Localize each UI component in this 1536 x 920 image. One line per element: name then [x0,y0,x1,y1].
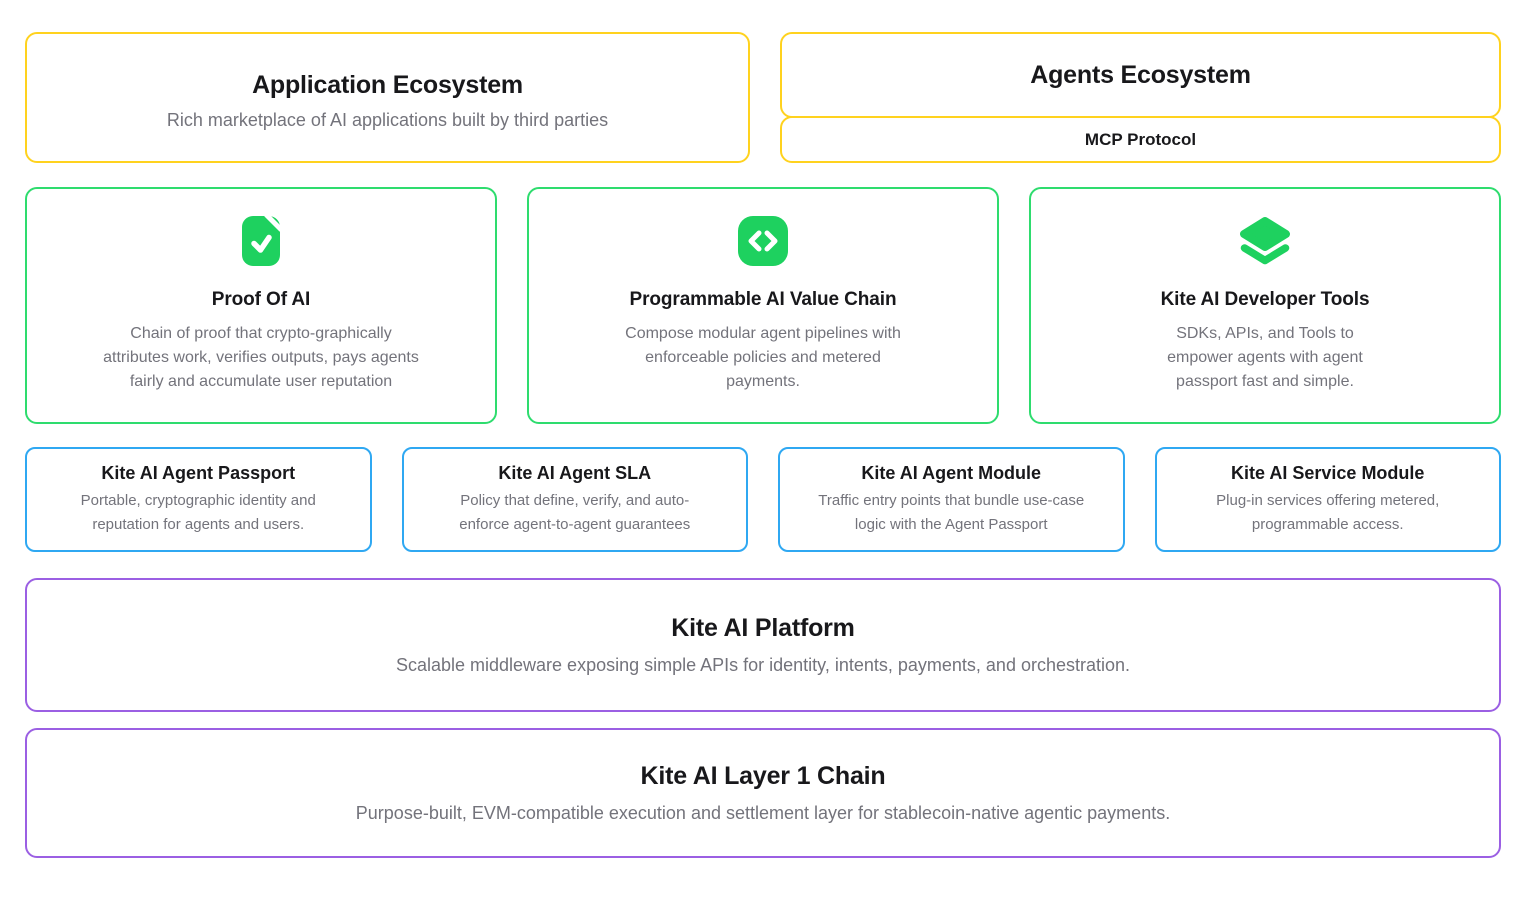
programmable-value-chain-card: Programmable AI Value Chain Compose modu… [527,187,999,424]
agent-module-description: Traffic entry points that bundle use-cas… [818,491,1085,533]
feature-row: Proof Of AI Chain of proof that crypto-g… [25,187,1501,424]
agent-module-card: Kite AI Agent Module Traffic entry point… [778,447,1125,552]
agents-ecosystem-card: Agents Ecosystem MCP Protocol [780,32,1501,163]
module-row: Kite AI Agent Passport Portable, cryptog… [25,447,1501,552]
agent-sla-card: Kite AI Agent SLA Policy that define, ve… [401,447,748,552]
platform-description: Scalable middleware exposing simple APIs… [395,655,1131,675]
agent-passport-title: Kite AI Agent Passport [101,462,296,483]
mcp-protocol-bar: MCP Protocol [780,116,1501,163]
agent-sla-description: Policy that define, verify, and auto- en… [459,491,691,533]
agent-passport-description: Portable, cryptographic identity and rep… [80,491,316,533]
application-ecosystem-title: Application Ecosystem [252,70,523,99]
file-check-icon [241,215,281,267]
service-module-card: Kite AI Service Module Plug-in services … [1154,447,1501,552]
service-module-title: Kite AI Service Module [1231,462,1425,483]
programmable-value-chain-description: Compose modular agent pipelines with enf… [625,325,901,390]
application-ecosystem-card: Application Ecosystem Rich marketplace o… [25,32,750,163]
service-module-description: Plug-in services offering metered, progr… [1216,491,1440,533]
proof-of-ai-title: Proof Of AI [211,289,311,310]
agents-ecosystem-header: Agents Ecosystem [780,32,1501,118]
platform-card: Kite AI Platform Scalable middleware exp… [25,578,1501,712]
developer-tools-card: Kite AI Developer Tools SDKs, APIs, and … [1029,187,1501,424]
mcp-protocol-label: MCP Protocol [1084,129,1197,149]
platform-title: Kite AI Platform [671,614,855,642]
agent-passport-card: Kite AI Agent Passport Portable, cryptog… [25,447,372,552]
layer1-chain-title: Kite AI Layer 1 Chain [640,762,886,790]
proof-of-ai-description: Chain of proof that crypto-graphically a… [103,325,419,390]
agent-sla-title: Kite AI Agent SLA [498,462,652,483]
developer-tools-description: SDKs, APIs, and Tools to empower agents … [1167,325,1363,390]
proof-of-ai-card: Proof Of AI Chain of proof that crypto-g… [25,187,497,424]
programmable-value-chain-title: Programmable AI Value Chain [629,289,897,310]
agents-ecosystem-title: Agents Ecosystem [1030,60,1251,89]
developer-tools-title: Kite AI Developer Tools [1160,289,1370,310]
code-icon [738,215,788,267]
agent-module-title: Kite AI Agent Module [861,462,1042,483]
layer1-chain-description: Purpose-built, EVM-compatible execution … [355,803,1171,823]
layer1-chain-card: Kite AI Layer 1 Chain Purpose-built, EVM… [25,728,1501,858]
layers-icon [1237,215,1293,267]
ecosystem-row: Application Ecosystem Rich marketplace o… [25,32,1501,163]
application-ecosystem-description: Rich marketplace of AI applications buil… [166,109,609,130]
